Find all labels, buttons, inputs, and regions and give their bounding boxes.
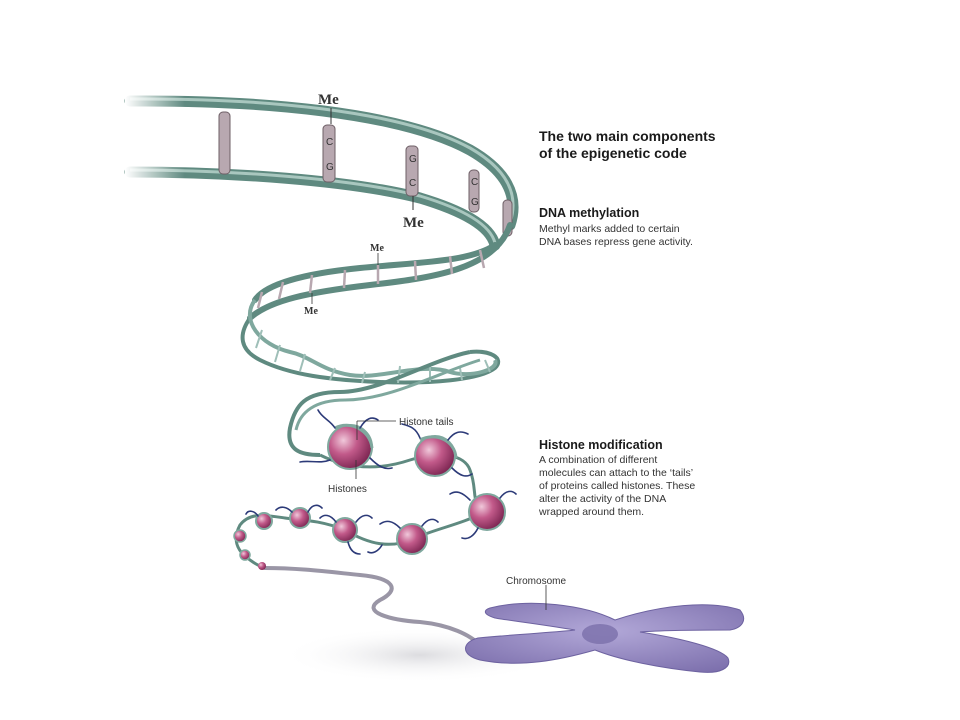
diagram-heading: The two main components of the epigeneti… bbox=[539, 128, 839, 162]
chromatin-strand bbox=[263, 566, 482, 647]
dna-methylation-description: Methyl marks added to certain DNA bases … bbox=[539, 223, 693, 249]
dna-ladder-middle bbox=[247, 222, 513, 321]
histone bbox=[414, 435, 458, 477]
chromosome bbox=[465, 602, 745, 673]
description-line: of proteins called histones. These bbox=[539, 480, 696, 492]
methyl-mark-label: Me bbox=[403, 215, 424, 231]
dna-methylation-title: DNA methylation bbox=[539, 206, 640, 220]
base-pair-rung bbox=[468, 169, 480, 213]
histone bbox=[327, 423, 374, 470]
histone bbox=[468, 493, 506, 531]
histone bbox=[289, 507, 311, 529]
methyl-mark-label-small: Me bbox=[370, 243, 384, 254]
base-letter-c: C bbox=[471, 177, 478, 188]
dna-ladder-top: C G G C C G bbox=[124, 85, 519, 251]
histone bbox=[239, 549, 251, 561]
histone-modification-description: A combination of different molecules can… bbox=[539, 454, 695, 519]
histones-label: Histones bbox=[328, 484, 367, 495]
description-line: DNA bases repress gene activity. bbox=[539, 236, 693, 248]
description-line: Methyl marks added to certain bbox=[539, 223, 680, 235]
histone bbox=[258, 562, 266, 570]
histone-tails bbox=[245, 409, 517, 555]
base-letter-c: C bbox=[409, 178, 416, 189]
base-letter-c: C bbox=[326, 137, 333, 148]
heading-line-1: The two main components bbox=[539, 128, 716, 144]
base-pair-rung bbox=[218, 111, 231, 175]
double-helix bbox=[240, 298, 501, 457]
histone-tails-label: Histone tails bbox=[399, 417, 453, 428]
base-letter-g: G bbox=[409, 154, 417, 165]
histone bbox=[332, 517, 358, 543]
description-line: alter the activity of the DNA bbox=[539, 493, 667, 505]
histone bbox=[396, 523, 428, 555]
base-pair-rung-methylated bbox=[405, 145, 419, 197]
base-letter-g: G bbox=[471, 197, 479, 208]
histone-modification-title: Histone modification bbox=[539, 438, 663, 452]
chromosome-label: Chromosome bbox=[506, 576, 566, 587]
description-line: A combination of different bbox=[539, 454, 658, 466]
description-line: molecules can attach to the ‘tails’ bbox=[539, 467, 694, 479]
methyl-mark-label: Me bbox=[318, 92, 339, 108]
methyl-mark-label-small: Me bbox=[304, 306, 318, 317]
base-letter-g: G bbox=[326, 162, 334, 173]
histone-group bbox=[233, 423, 506, 570]
dna-backbone-lower bbox=[124, 166, 501, 251]
histone bbox=[255, 512, 273, 530]
description-line: wrapped around them. bbox=[539, 506, 645, 518]
base-pair-rung-methylated bbox=[322, 124, 336, 183]
heading-line-2: of the epigenetic code bbox=[539, 145, 687, 161]
histone bbox=[233, 529, 247, 543]
